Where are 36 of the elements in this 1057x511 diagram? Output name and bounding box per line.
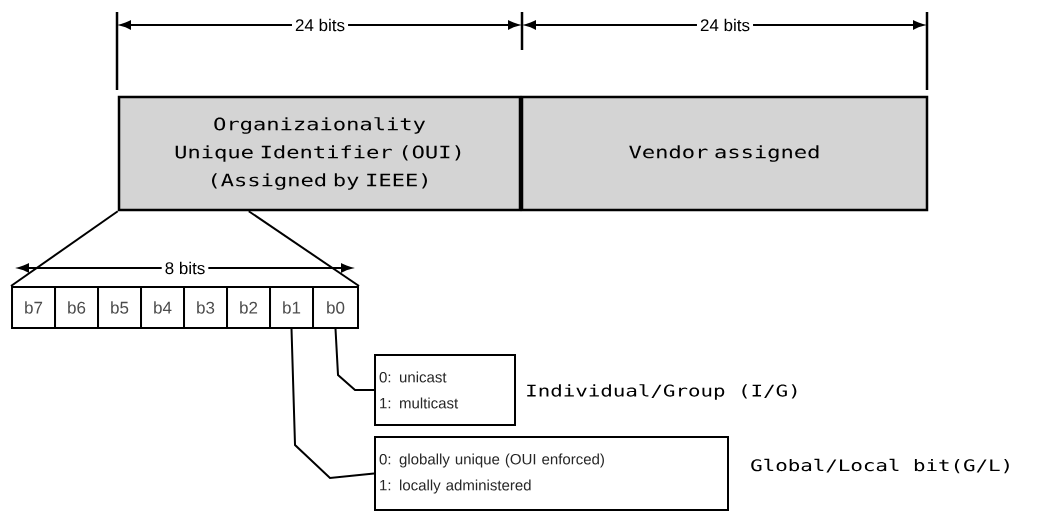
bit-label: b0	[327, 301, 345, 314]
dimension-label: 24 bits	[291, 15, 349, 35]
field-box	[117, 95, 522, 212]
connector-line	[334, 328, 375, 391]
option-box	[374, 354, 516, 426]
bit-cell	[97, 286, 142, 329]
bit-label: b6	[68, 301, 86, 314]
dimension-label: 24 bits	[696, 15, 754, 35]
option-text: 0: globally unique (OUI enforced)	[379, 453, 604, 468]
field-label: (Assigned by IEEE)	[212, 173, 427, 190]
bit-label: b1	[283, 301, 301, 314]
bit-label: b4	[154, 301, 172, 314]
bit-label: b5	[111, 301, 129, 314]
bit-label: b2	[240, 301, 258, 314]
bit-label: b7	[25, 301, 43, 314]
bit-cell	[11, 286, 56, 329]
field-box	[520, 95, 929, 212]
bit-cell	[183, 286, 228, 329]
bit-cell	[312, 286, 359, 329]
option-text: 1: multicast	[380, 397, 459, 409]
bit-label: b3	[197, 301, 215, 314]
connector-line	[10, 210, 119, 287]
bit-cell	[54, 286, 99, 329]
connector-line	[247, 210, 360, 287]
bit-cell	[269, 286, 314, 329]
option-box	[374, 436, 729, 511]
bit-cell	[226, 286, 271, 329]
connector-line	[290, 328, 375, 480]
field-label: Vendor assigned	[629, 145, 819, 162]
dimension-label: 8 bits	[161, 258, 209, 278]
field-label: Organizaionality Unique Identifier (OUI)	[175, 117, 461, 162]
side-label: Individual/Group (I/G)	[527, 384, 797, 400]
option-text: 1: locally administered	[380, 479, 531, 494]
bit-cell	[140, 286, 185, 329]
side-label: Global/Local bit(G/L)	[751, 458, 1009, 474]
option-text: 0: unicast	[379, 371, 447, 383]
